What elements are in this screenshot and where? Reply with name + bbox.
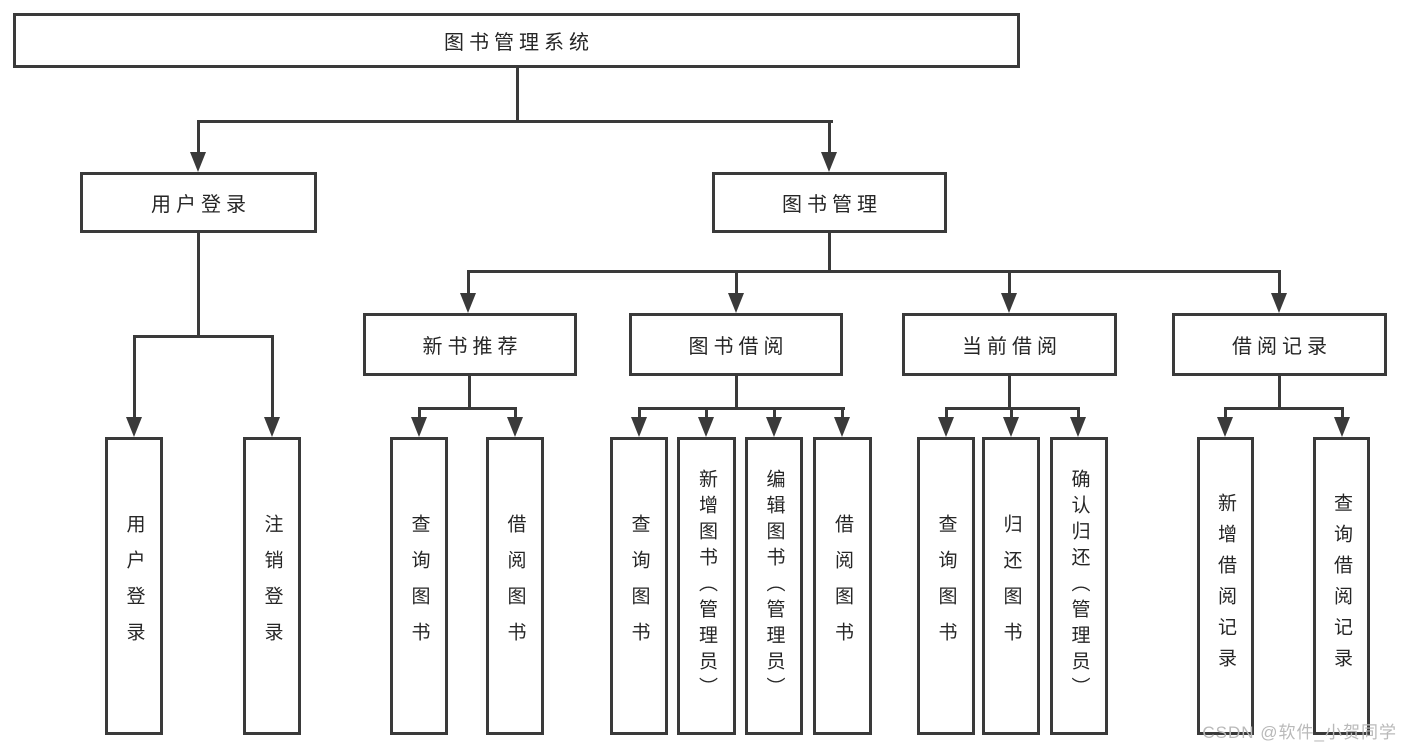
- connector-drop-user-login: [197, 120, 200, 154]
- arrow-down-icon: [190, 152, 206, 172]
- node-current-borrow: 当前借阅: [902, 313, 1117, 376]
- connector-root-stem: [516, 68, 519, 120]
- connector-drop-book-mgmt: [828, 120, 831, 154]
- node-book-management: 图书管理: [712, 172, 947, 233]
- leaf-query-books-2: 查询图书: [610, 437, 668, 735]
- connector-bookmgmt-stem: [828, 233, 831, 270]
- leaf-query-books-3: 查询图书: [917, 437, 975, 735]
- leaf-confirm-return-admin: 确认归还（管理员）: [1050, 437, 1108, 735]
- arrow-down-icon: [821, 152, 837, 172]
- leaf-query-books-1: 查询图书: [390, 437, 448, 735]
- connector-drop-leaf: [1010, 407, 1013, 419]
- node-root: 图书管理系统: [13, 13, 1020, 68]
- leaf-add-borrow-record: 新增借阅记录: [1197, 437, 1254, 735]
- connector-drop-borrow: [735, 270, 738, 295]
- arrow-down-icon: [126, 417, 142, 437]
- leaf-user-login: 用户登录: [105, 437, 163, 735]
- leaf-edit-books-admin: 编辑图书（管理员）: [745, 437, 803, 735]
- arrow-down-icon: [1003, 417, 1019, 437]
- node-new-book-recommend: 新书推荐: [363, 313, 577, 376]
- leaf-borrow-books-2: 借阅图书: [813, 437, 872, 735]
- csdn-watermark: CSDN @软件_小贺同学: [1202, 723, 1397, 742]
- connector-records-hbar: [1224, 407, 1344, 410]
- connector-drop-newbook: [467, 270, 470, 295]
- arrow-down-icon: [1001, 293, 1017, 313]
- connector-drop-leaf: [841, 407, 844, 419]
- leaf-query-borrow-record: 查询借阅记录: [1313, 437, 1370, 735]
- connector-drop-leaf: [514, 407, 517, 419]
- arrow-down-icon: [938, 417, 954, 437]
- connector-drop-leaf: [638, 407, 641, 419]
- arrow-down-icon: [264, 417, 280, 437]
- arrow-down-icon: [460, 293, 476, 313]
- connector-drop-leaf: [1341, 407, 1344, 419]
- connector-drop-leaf: [945, 407, 948, 419]
- connector-drop-leaf: [1224, 407, 1227, 419]
- arrow-down-icon: [766, 417, 782, 437]
- node-borrow-records: 借阅记录: [1172, 313, 1387, 376]
- connector-userlogin-hbar: [133, 335, 274, 338]
- connector-borrow-stem: [735, 376, 738, 407]
- arrow-down-icon: [507, 417, 523, 437]
- connector-newbook-hbar: [418, 407, 517, 410]
- arrow-down-icon: [1217, 417, 1233, 437]
- node-book-borrow: 图书借阅: [629, 313, 843, 376]
- connector-records-stem: [1278, 376, 1281, 407]
- leaf-add-books-admin: 新增图书（管理员）: [677, 437, 736, 735]
- arrow-down-icon: [411, 417, 427, 437]
- node-user-login: 用户登录: [80, 172, 317, 233]
- leaf-return-books: 归还图书: [982, 437, 1040, 735]
- connector-drop-leaf: [271, 335, 274, 419]
- arrow-down-icon: [834, 417, 850, 437]
- arrow-down-icon: [631, 417, 647, 437]
- connector-bookmgmt-hbar: [467, 270, 1281, 273]
- connector-current-stem: [1008, 376, 1011, 407]
- connector-drop-leaf: [133, 335, 136, 419]
- leaf-logout: 注销登录: [243, 437, 301, 735]
- leaf-borrow-books-1: 借阅图书: [486, 437, 544, 735]
- arrow-down-icon: [1070, 417, 1086, 437]
- arrow-down-icon: [1271, 293, 1287, 313]
- connector-drop-leaf: [773, 407, 776, 419]
- connector-drop-current: [1008, 270, 1011, 295]
- arrow-down-icon: [698, 417, 714, 437]
- connector-drop-leaf: [1077, 407, 1080, 419]
- arrow-down-icon: [1334, 417, 1350, 437]
- connector-newbook-stem: [468, 376, 471, 407]
- connector-drop-leaf: [705, 407, 708, 419]
- connector-root-hbar: [197, 120, 833, 123]
- connector-borrow-hbar: [638, 407, 845, 410]
- connector-userlogin-stem: [197, 233, 200, 335]
- connector-drop-leaf: [418, 407, 421, 419]
- connector-drop-records: [1278, 270, 1281, 295]
- arrow-down-icon: [728, 293, 744, 313]
